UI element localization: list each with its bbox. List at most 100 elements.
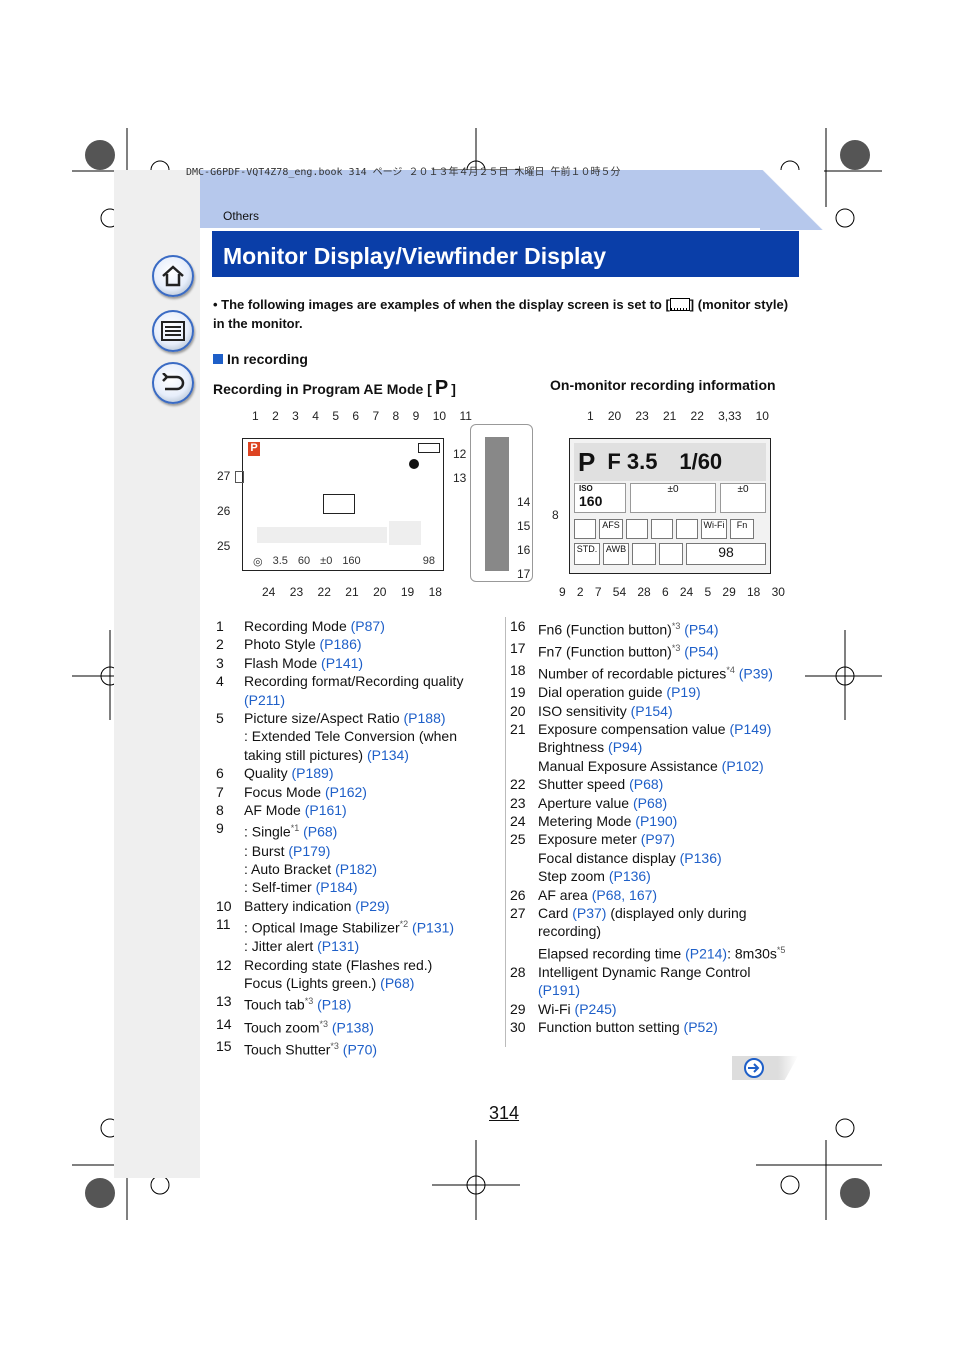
item-text: Wi-Fi <box>538 1000 575 1017</box>
page-link[interactable]: (P162) <box>324 783 367 800</box>
page-link[interactable]: (P54) <box>680 621 719 638</box>
page-link[interactable]: (P39) <box>734 665 773 682</box>
page-link[interactable]: (P68) <box>632 794 668 811</box>
list-item: 9 : Single*1 (P68) <box>216 819 502 841</box>
page-link[interactable]: (P68, 167) <box>591 886 658 903</box>
column-divider <box>505 617 506 1047</box>
page-link[interactable]: (P186) <box>319 636 362 653</box>
item-text: : Auto Bracket <box>244 860 336 877</box>
subheading: In recording <box>213 351 308 367</box>
focus-mode-button[interactable]: AFS <box>599 519 623 539</box>
page-link[interactable]: (P138) <box>328 1019 374 1036</box>
item-number <box>216 691 244 709</box>
item-number: 15 <box>216 1037 232 1054</box>
item-number: 12 <box>216 956 232 973</box>
page-link[interactable]: (P211) <box>244 691 285 708</box>
page-link[interactable]: (P136) <box>679 849 722 866</box>
page-link[interactable]: (P131) <box>317 938 360 955</box>
item-number <box>216 860 244 878</box>
item-text: Exposure compensation value <box>538 721 730 737</box>
home-button[interactable] <box>152 255 194 297</box>
page-link[interactable]: (P68) <box>299 824 338 841</box>
recording-state-icon <box>409 459 419 469</box>
item-number: 3 <box>216 654 224 671</box>
photo-style-button[interactable]: STD. <box>574 543 600 565</box>
page-link[interactable]: (P191) <box>538 982 581 999</box>
item-text: Recording format/Recording quality <box>244 673 464 690</box>
page-link[interactable]: (P70) <box>338 1041 378 1058</box>
page-link[interactable]: (P131) <box>408 919 455 936</box>
page-link[interactable]: (P190) <box>635 813 678 830</box>
page-link[interactable]: (P97) <box>640 831 675 848</box>
af-mode-icon[interactable] <box>626 519 648 539</box>
item-number <box>216 842 244 860</box>
page-link[interactable]: (P19) <box>666 684 701 701</box>
item-text: : Extended Tele Conversion (when <box>244 728 457 745</box>
page-link[interactable]: (P52) <box>683 1019 718 1036</box>
page-link[interactable]: (P149) <box>729 721 772 737</box>
title-bar: Monitor Display/Viewfinder Display <box>212 231 799 277</box>
list-item: : Auto Bracket (P182) <box>216 860 502 878</box>
item-tail: (displayed only during <box>606 905 747 922</box>
item-number <box>510 757 538 775</box>
page-link[interactable]: (P18) <box>313 997 352 1014</box>
page-link[interactable]: (P134) <box>366 746 409 763</box>
idr-icon[interactable] <box>632 543 656 565</box>
wifi-button[interactable]: Wi-Fi <box>701 519 727 539</box>
page-link[interactable]: (P188) <box>403 710 446 727</box>
drive-mode-icon[interactable] <box>574 519 596 539</box>
metering-icon[interactable] <box>659 543 683 565</box>
page-link[interactable]: (P102) <box>721 757 764 774</box>
item-number <box>510 922 538 940</box>
page-link[interactable]: (P141) <box>321 654 364 671</box>
list-item: taking still pictures) (P134) <box>216 746 502 764</box>
back-button[interactable] <box>152 362 194 404</box>
page-link[interactable]: (P136) <box>608 868 651 885</box>
item-number: 8 <box>216 802 224 819</box>
home-icon <box>162 265 184 287</box>
page-link[interactable]: (P37) <box>572 905 607 922</box>
page-link[interactable]: (P29) <box>355 897 390 914</box>
quality-icon[interactable] <box>651 519 673 539</box>
picture-size-icon[interactable] <box>676 519 698 539</box>
page-link[interactable]: (P154) <box>630 702 673 719</box>
page-link[interactable]: (P184) <box>315 879 358 896</box>
item-number: 7 <box>216 783 224 800</box>
intro-note: • The following images are examples of w… <box>213 297 789 331</box>
page-link[interactable]: (P214) <box>685 945 728 962</box>
page-link[interactable]: (P179) <box>288 842 331 859</box>
header-band <box>200 170 820 228</box>
page-link[interactable]: (P161) <box>304 802 347 819</box>
item-tail: : 8m30s <box>727 945 777 962</box>
page-link[interactable]: (P189) <box>291 765 334 782</box>
item-text: Flash Mode <box>244 654 322 671</box>
item-number <box>510 738 538 756</box>
page-link[interactable]: (P94) <box>608 739 643 756</box>
contents-button[interactable] <box>152 310 194 352</box>
page-link[interactable]: (P54) <box>680 643 719 660</box>
page-link[interactable]: (P68) <box>380 975 415 992</box>
item-text: Step zoom <box>538 868 609 885</box>
white-balance-button[interactable]: AWB <box>603 543 629 565</box>
fn-button[interactable]: Fn <box>730 519 754 539</box>
item-number: 24 <box>510 813 526 830</box>
page-link[interactable]: (P182) <box>335 860 378 877</box>
page-link[interactable]: (P245) <box>574 1000 617 1017</box>
next-page-button[interactable] <box>744 1058 764 1078</box>
page-link[interactable]: (P87) <box>350 618 385 634</box>
item-text: Intelligent Dynamic Range Control <box>538 963 751 980</box>
page-link[interactable]: (P68) <box>629 776 664 793</box>
list-item: Focal distance display (P136) <box>510 849 800 867</box>
